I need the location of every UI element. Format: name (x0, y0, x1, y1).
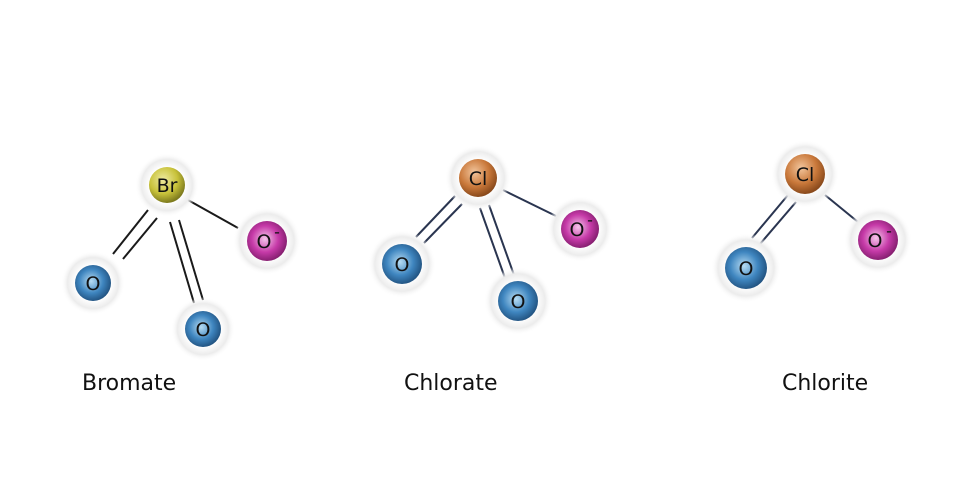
atom-oxygen: O (711, 233, 781, 303)
svg-text:-: - (886, 222, 892, 241)
double-bond (751, 194, 789, 239)
double-bond (169, 221, 195, 304)
svg-text:O: O (570, 219, 585, 241)
molecule-bromate: Br O O O - Bromate (61, 153, 301, 396)
double-bond (415, 195, 456, 238)
double-bond (759, 201, 797, 245)
double-bond (178, 219, 204, 301)
molecule-label: Chlorite (782, 371, 868, 396)
atom-br: Br (135, 153, 199, 217)
molecule-chlorate: Cl O O O - Chlorate (368, 145, 613, 396)
double-bond (423, 203, 463, 244)
svg-text:O: O (868, 230, 883, 252)
atom-oxygen: O (171, 297, 235, 361)
single-bond (187, 199, 239, 229)
svg-text:O: O (739, 258, 754, 280)
double-bond (122, 217, 158, 260)
svg-text:O: O (395, 254, 410, 276)
atom-cl: Cl (771, 140, 839, 208)
svg-text:Cl: Cl (469, 168, 488, 190)
atom-oxide-ion: O - (233, 207, 301, 275)
atom-oxygen: O (61, 251, 125, 315)
svg-text:O: O (86, 273, 101, 295)
double-bond (112, 209, 149, 255)
molecule-label: Bromate (82, 371, 176, 396)
molecule-label: Chlorate (404, 371, 498, 396)
svg-text:-: - (274, 223, 280, 242)
atom-oxygen: O (484, 267, 552, 335)
svg-text:O: O (196, 319, 211, 341)
single-bond (502, 189, 557, 217)
svg-text:O: O (511, 291, 526, 313)
single-bond (824, 194, 859, 223)
atom-oxygen: O (368, 230, 436, 298)
svg-text:-: - (587, 211, 593, 230)
molecule-chlorite: Cl O O - Chlorite (711, 140, 912, 396)
svg-text:Cl: Cl (796, 164, 815, 186)
atom-oxide-ion: O - (844, 206, 912, 274)
atom-oxide-ion: O - (547, 196, 613, 262)
double-bond (479, 207, 506, 279)
svg-text:Br: Br (157, 175, 178, 197)
svg-text:O: O (257, 231, 272, 253)
double-bond (488, 204, 515, 276)
atom-cl: Cl (445, 145, 511, 211)
